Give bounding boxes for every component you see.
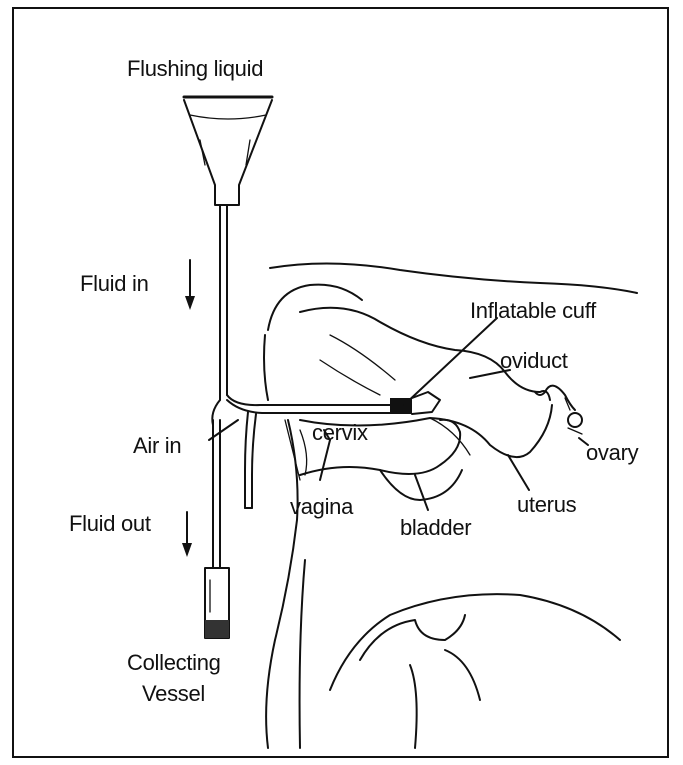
flushing-liquid-label: Flushing liquid (127, 58, 263, 80)
ovary-label: ovary (586, 442, 638, 464)
air-in-label: Air in (133, 435, 181, 457)
fluid-in-label: Fluid in (80, 273, 149, 295)
bladder-label: bladder (400, 517, 471, 539)
catheter (212, 392, 440, 508)
flushing-funnel (184, 97, 272, 205)
vagina-label: vagina (290, 496, 353, 518)
oviduct-label: oviduct (500, 350, 568, 372)
collecting-vessel-label-line1: Collecting (127, 652, 221, 674)
inflatable-cuff-label: Inflatable cuff (470, 300, 596, 322)
collecting-vessel-label-line2: Vessel (142, 683, 205, 705)
ovary (568, 413, 582, 434)
uterus-label: uterus (517, 494, 576, 516)
inflow-tube (220, 205, 227, 400)
fluid-in-arrow-icon (185, 260, 195, 310)
fluid-out-label: Fluid out (69, 513, 151, 535)
cervix-label: cervix (312, 422, 368, 444)
oviduct (535, 386, 575, 410)
collecting-vessel (205, 568, 229, 638)
pelvis-bone (330, 594, 620, 748)
fluid-out-arrow-icon (182, 512, 192, 557)
outflow-tube (213, 420, 220, 568)
